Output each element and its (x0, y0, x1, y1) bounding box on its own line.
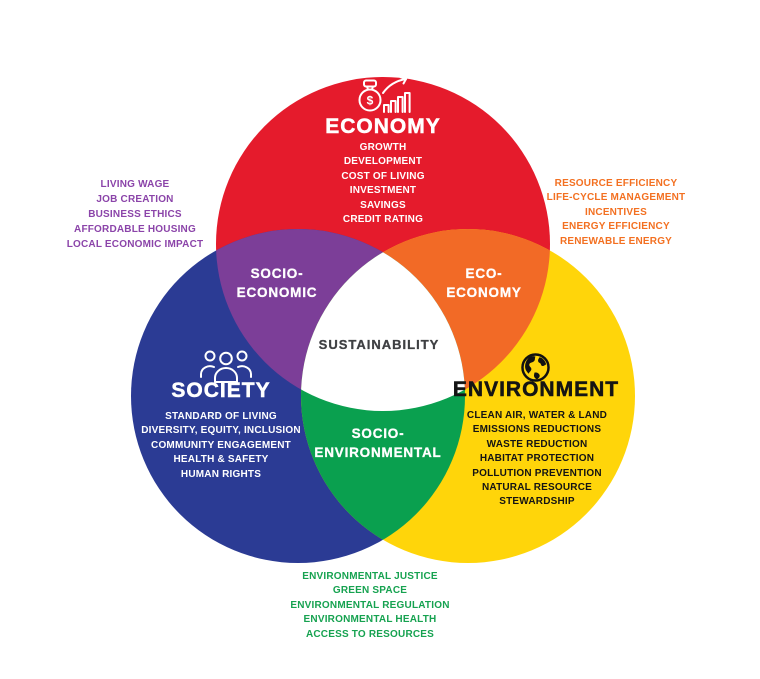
society-title: SOCIETY (171, 379, 271, 403)
list-item: DEVELOPMENT (343, 156, 423, 168)
list-item: CLEAN AIR, WATER & LAND (466, 410, 608, 421)
globe-icon (521, 353, 550, 382)
list-item: ACCESS TO RESOURCES (305, 628, 435, 640)
list-item: HUMAN RIGHTS (180, 468, 262, 480)
list-item: COMMUNITY ENGAGEMENT (151, 439, 291, 451)
dollar-symbol: $ (367, 94, 374, 108)
list-item: INVESTMENT (349, 185, 417, 197)
list-item: LIVING WAGE (100, 179, 170, 190)
economy-title: ECONOMY (325, 115, 441, 139)
list-item: CREDIT RATING (342, 214, 424, 226)
list-item: ENERGY EFFICIENCY (562, 221, 670, 233)
list-item: BUSINESS ETHICS (88, 209, 182, 220)
socio-economic-outer-list: LIVING WAGE JOB CREATION BUSINESS ETHICS AF… (67, 177, 204, 252)
list-item: INCENTIVES (584, 206, 648, 218)
list-item: RESOURCE EFFICIENCY (554, 178, 678, 189)
list-item: ENVIRONMENTAL HEALTH (303, 614, 437, 626)
socio-environmental-label: SOCIO- ENVIRONMENTAL (314, 426, 442, 460)
list-item: EMISSIONS REDUCTIONS (472, 424, 602, 436)
list-item: STEWARDSHIP (499, 496, 575, 508)
people-group-icon (200, 350, 252, 383)
socio-economic-label: SOCIO- ECONOMIC (236, 266, 318, 300)
list-item: LIFE-CYCLE MANAGEMENT (546, 192, 686, 204)
list-item: WASTE REDUCTION (486, 438, 588, 450)
list-item: COST OF LIVING (341, 170, 425, 182)
list-item: HEALTH & SAFETY (173, 454, 269, 466)
list-item: RENEWABLE ENERGY (559, 235, 673, 247)
money-growth-icon: $ (358, 76, 411, 113)
list-item: GROWTH (359, 142, 407, 153)
sustainability-label: SUSTAINABILITY (318, 337, 440, 352)
list-item: STANDARD OF LIVING (165, 411, 277, 422)
eco-economy-label: ECO- ECONOMY (446, 266, 522, 300)
list-item: ENVIRONMENTAL JUSTICE (302, 571, 438, 582)
list-item: HABITAT PROTECTION (479, 453, 595, 465)
list-item: LOCAL ECONOMIC IMPACT (66, 239, 204, 250)
list-item: NATURAL RESOURCE (481, 482, 593, 494)
list-item: DIVERSITY, EQUITY, INCLUSION (141, 425, 301, 437)
society-list: STANDARD OF LIVING DIVERSITY, EQUITY, INC… (141, 410, 301, 482)
list-item: GREEN SPACE (332, 585, 408, 597)
list-item: SAVINGS (360, 199, 406, 211)
list-item: AFFORDABLE HOUSING (74, 224, 196, 235)
environment-list: CLEAN AIR, WATER & LAND EMISSIONS REDUCTI… (467, 409, 607, 510)
list-item: JOB CREATION (96, 194, 174, 205)
economy-list: GROWTH DEVELOPMENT COST OF LIVING INVESTMEN… (341, 141, 424, 227)
list-item: POLLUTION PREVENTION (472, 467, 602, 479)
socio-environmental-outer-list: ENVIRONMENTAL JUSTICE GREEN SPACE ENVIRONM… (290, 570, 449, 642)
environment-title: ENVIRONMENT (452, 378, 620, 402)
sustainability-center-region (301, 229, 465, 411)
eco-economy-outer-list: RESOURCE EFFICIENCY LIFE-CYCLE MANAGEMENT… (547, 177, 686, 249)
list-item: ENVIRONMENTAL REGULATION (290, 599, 450, 611)
